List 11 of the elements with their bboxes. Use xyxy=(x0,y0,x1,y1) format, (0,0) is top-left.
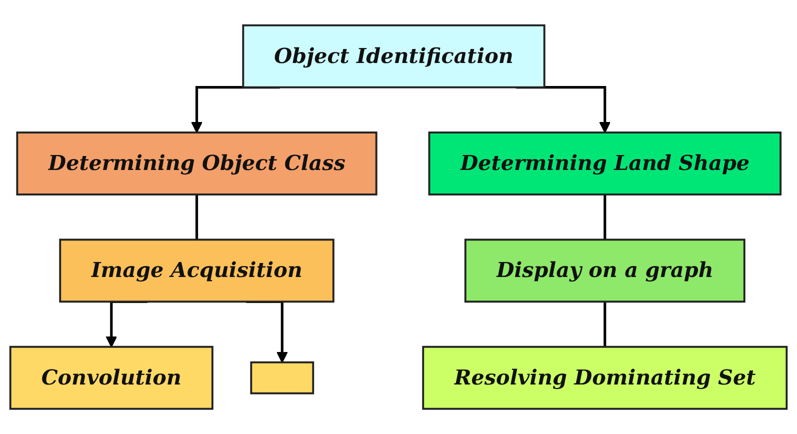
connector xyxy=(604,300,606,347)
node-box xyxy=(250,361,314,394)
node-box: Convolution xyxy=(9,346,214,410)
node-box: Resolving Dominating Set xyxy=(422,346,788,410)
node-box: Determining Land Shape xyxy=(428,131,782,196)
node-box: Display on a graph xyxy=(464,238,746,303)
connector xyxy=(604,193,606,240)
connector xyxy=(195,193,198,240)
node-box: Object Identification xyxy=(242,24,546,88)
node-box: Determining Object Class xyxy=(16,131,378,196)
node-box: Image Acquisition xyxy=(59,238,334,303)
